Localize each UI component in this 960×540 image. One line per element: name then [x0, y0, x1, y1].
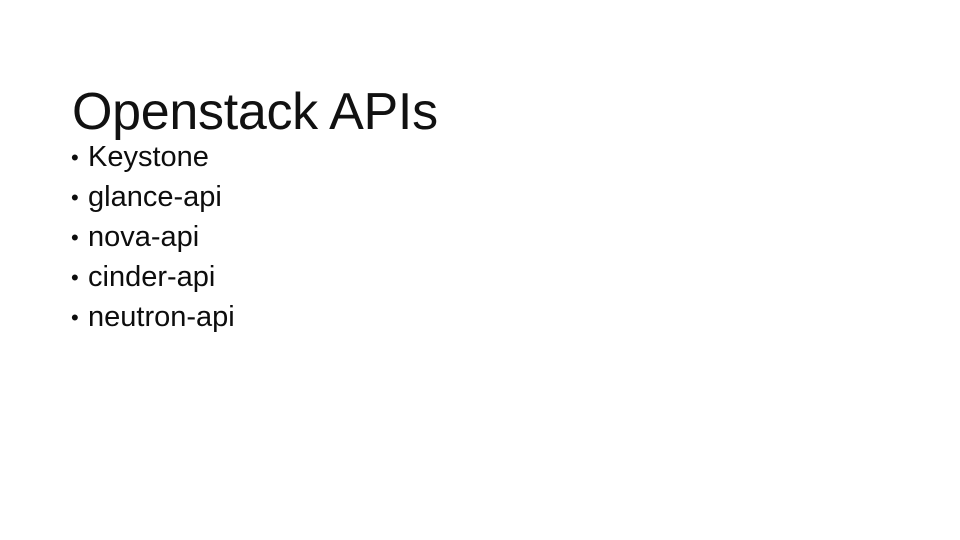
- slide-content-body: • Keystone • glance-api • nova-api • cin…: [70, 141, 890, 341]
- list-item: • nova-api: [70, 221, 890, 261]
- api-bullet-list: • Keystone • glance-api • nova-api • cin…: [70, 141, 890, 341]
- bullet-dot-icon: •: [71, 305, 79, 330]
- list-item-label: neutron-api: [88, 301, 235, 333]
- list-item: • neutron-api: [70, 301, 890, 341]
- list-item-label: Keystone: [88, 141, 209, 173]
- list-item: • Keystone: [70, 141, 890, 181]
- bullet-dot-icon: •: [71, 145, 79, 170]
- list-item-label: glance-api: [88, 181, 222, 213]
- bullet-dot-icon: •: [71, 185, 79, 210]
- list-item: • cinder-api: [70, 261, 890, 301]
- page-title: Openstack APIs: [72, 82, 438, 141]
- list-item-label: cinder-api: [88, 261, 216, 293]
- bullet-dot-icon: •: [71, 225, 79, 250]
- list-item: • glance-api: [70, 181, 890, 221]
- list-item-label: nova-api: [88, 221, 200, 253]
- bullet-dot-icon: •: [71, 265, 79, 290]
